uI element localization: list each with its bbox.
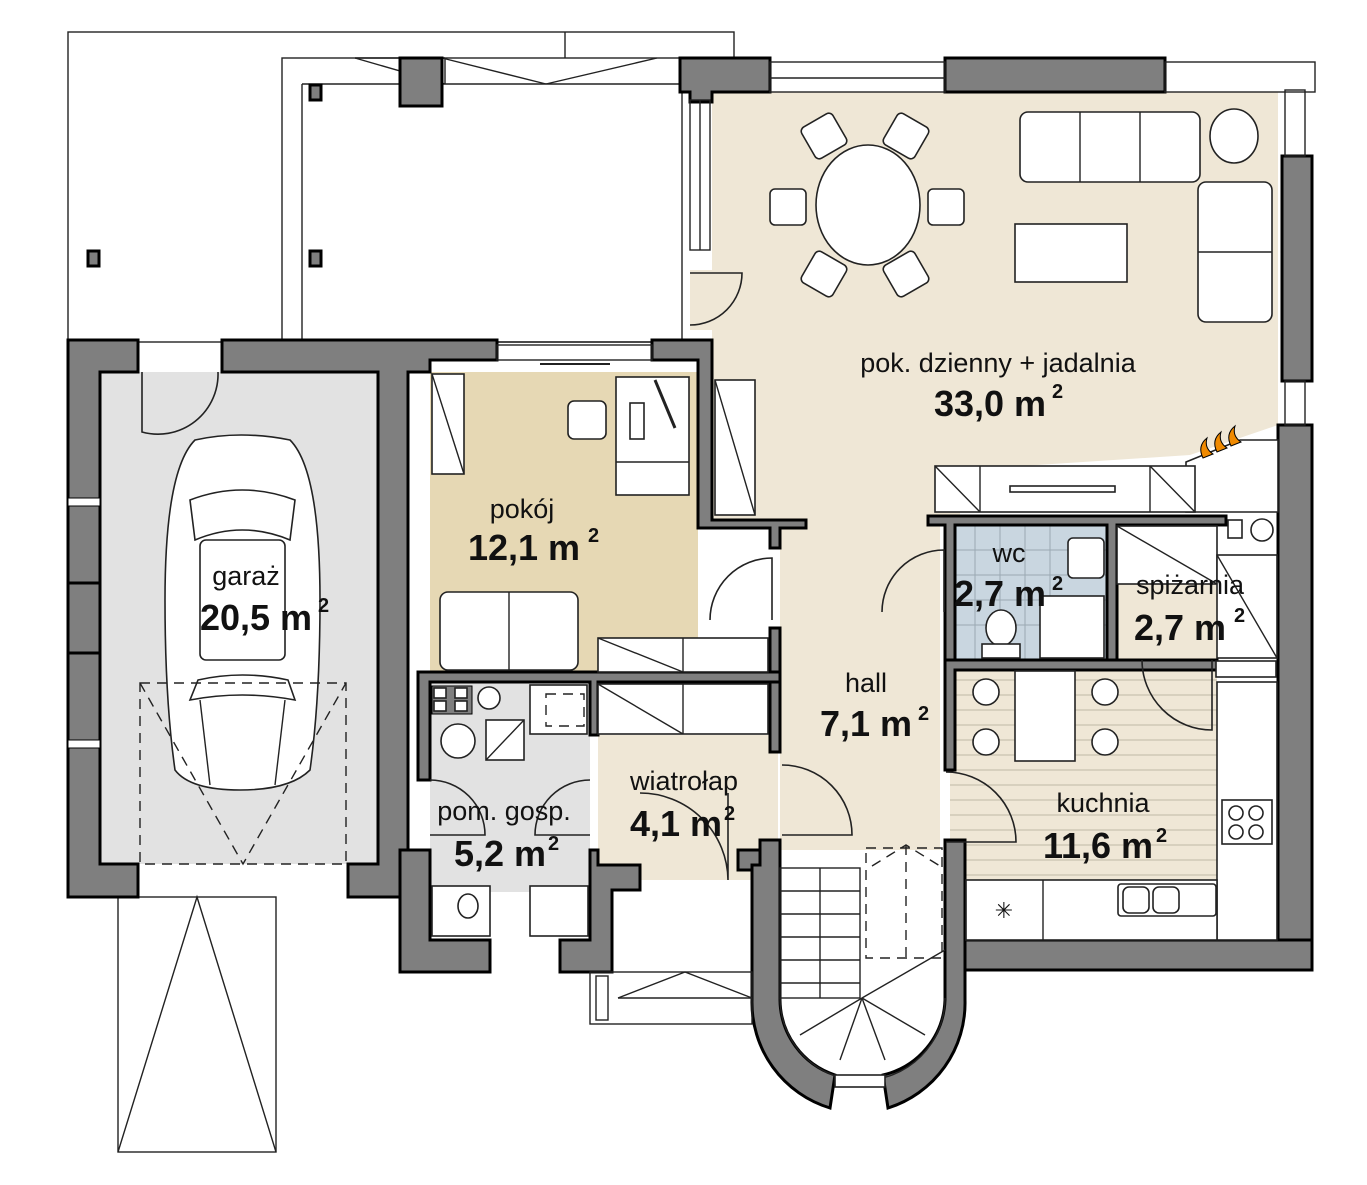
shower [1039, 595, 1105, 659]
doors [141, 272, 1213, 881]
label-garage: garaż 20,5 m 2 [200, 561, 329, 638]
svg-text:2: 2 [1234, 605, 1245, 627]
svg-text:2: 2 [1052, 381, 1063, 403]
garage-door [141, 371, 219, 435]
windows [496, 61, 1316, 1025]
chair [567, 400, 607, 440]
svg-text:pok. dzienny + jadalnia: pok. dzienny + jadalnia [860, 348, 1136, 378]
living-hall-floor [712, 92, 1278, 850]
car [139, 434, 347, 866]
label-kitchen: kuchnia 11,6 m 2 [1043, 788, 1167, 866]
kitchen-island [1014, 670, 1076, 762]
post [86, 249, 101, 268]
tv-cabinet [934, 465, 1196, 513]
fireplace [1185, 424, 1279, 513]
svg-text:33,0 m: 33,0 m [934, 383, 1046, 424]
utility-door-left [429, 779, 486, 836]
svg-text:pom. gosp.: pom. gosp. [437, 796, 571, 826]
label-room: pokój 12,1 m 2 [468, 494, 599, 568]
washbasin [1067, 537, 1105, 579]
svg-text:5,2 m: 5,2 m [454, 833, 546, 874]
svg-text:spiżarnia: spiżarnia [1136, 570, 1245, 600]
kitchen-furniture: ✳ [965, 670, 1278, 941]
label-vestibule: wiatrołap 4,1 m 2 [629, 766, 738, 844]
toilet [985, 609, 1017, 647]
svg-text:2: 2 [724, 803, 735, 825]
staircase [779, 844, 946, 1088]
svg-text:2: 2 [1156, 825, 1167, 847]
svg-text:2: 2 [1052, 573, 1063, 595]
walls [66, 56, 1314, 1110]
svg-text:7,1 m: 7,1 m [820, 703, 912, 744]
kitchen-floor-stripes [950, 679, 1217, 876]
pantry-shelves [1116, 518, 1278, 678]
svg-text:hall: hall [845, 668, 887, 698]
svg-text:wiatrołap: wiatrołap [629, 766, 738, 796]
post [308, 249, 323, 268]
dining-set [769, 112, 965, 298]
svg-text:wc: wc [992, 538, 1026, 568]
utility-furniture [431, 684, 589, 937]
label-pantry: spiżarnia 2,7 m 2 [1134, 570, 1245, 648]
svg-text:20,5 m: 20,5 m [200, 597, 312, 638]
wc-fixtures [981, 537, 1105, 659]
label-living: pok. dzienny + jadalnia 33,0 m 2 [860, 348, 1136, 424]
room-door [709, 557, 773, 621]
stove [1221, 799, 1273, 845]
sofa-set [1014, 108, 1273, 323]
svg-text:2: 2 [548, 833, 559, 855]
wc-door [881, 549, 945, 613]
terrace-outline [67, 31, 735, 343]
room-furniture [431, 373, 769, 735]
desk [615, 376, 690, 496]
svg-text:kuchnia: kuchnia [1056, 788, 1150, 818]
svg-text:2,7 m: 2,7 m [1134, 607, 1226, 648]
svg-text:4,1 m: 4,1 m [630, 803, 722, 844]
post [308, 83, 323, 102]
dining-table [815, 144, 921, 266]
label-wc: wc 2,7 m 2 [954, 538, 1063, 614]
svg-text:2: 2 [918, 703, 929, 725]
svg-text:2: 2 [318, 595, 329, 617]
kitchen-door [945, 771, 1017, 843]
label-utility: pom. gosp. 5,2 m 2 [437, 796, 571, 874]
utility-door-right [534, 779, 591, 836]
entrance-door [781, 764, 853, 836]
sofa [1019, 111, 1201, 183]
svg-text:2,7 m: 2,7 m [954, 573, 1046, 614]
svg-text:11,6 m: 11,6 m [1043, 825, 1153, 866]
room-labels: pok. dzienny + jadalnia 33,0 m 2 pokój 1… [200, 348, 1245, 874]
side-table [1209, 108, 1259, 164]
driveway [117, 894, 277, 1153]
svg-text:garaż: garaż [212, 561, 280, 591]
terrace-door [689, 272, 743, 326]
pantry-door [1141, 659, 1213, 731]
pillar [398, 56, 444, 108]
vestibule-door [639, 792, 729, 881]
label-hall: hall 7,1 m 2 [820, 668, 929, 744]
svg-text:2: 2 [588, 525, 599, 547]
coffee-table [1014, 223, 1128, 283]
svg-text:12,1 m: 12,1 m [468, 527, 580, 568]
svg-text:pokój: pokój [490, 494, 555, 524]
fridge-symbol: ✳ [995, 898, 1013, 923]
